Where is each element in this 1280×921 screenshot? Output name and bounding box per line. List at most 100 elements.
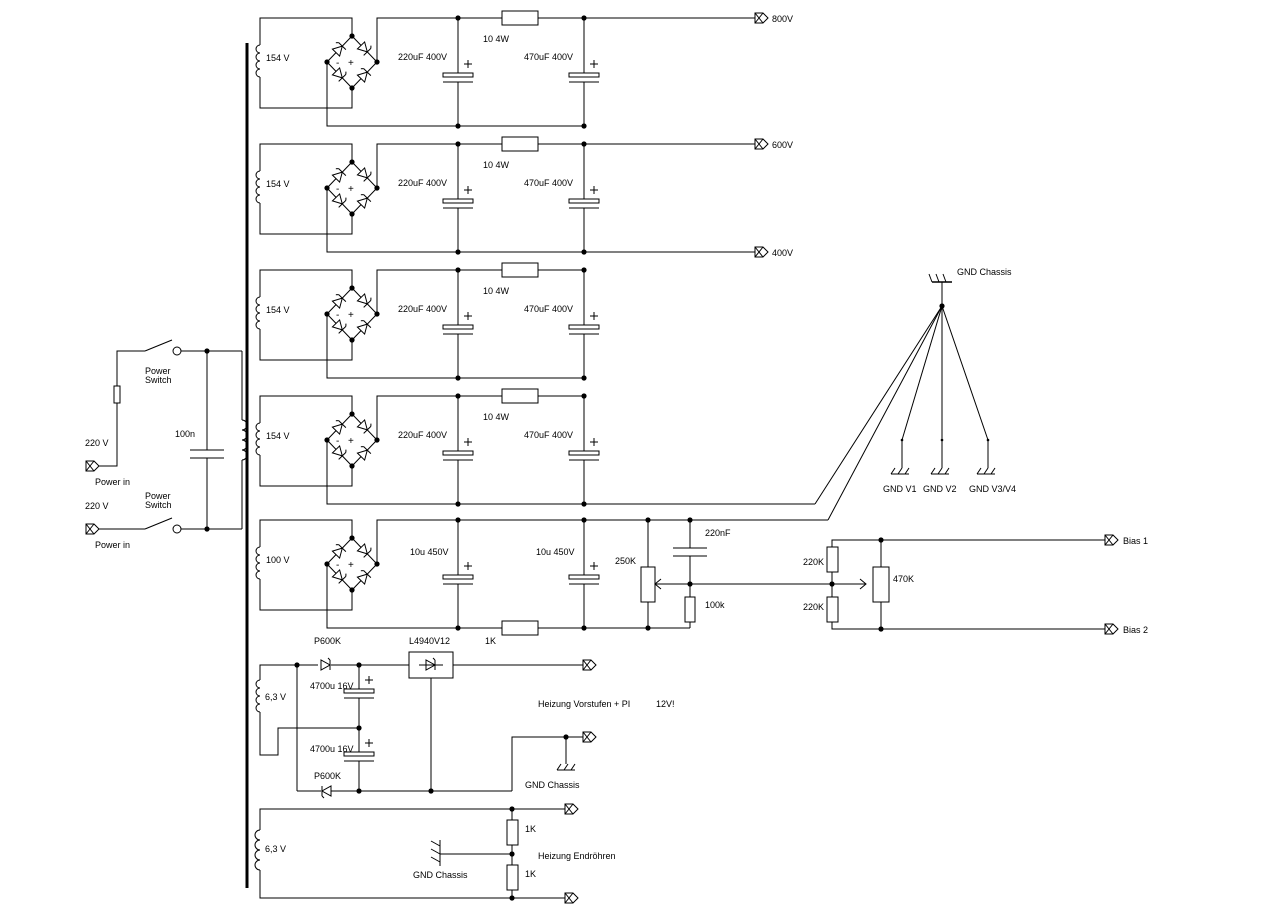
bias-1-terminal xyxy=(1104,534,1119,546)
filter-capacitor-1 xyxy=(442,562,474,585)
terminal-x xyxy=(564,892,574,904)
terminal-body xyxy=(1104,534,1119,546)
bridge-minus-label: - xyxy=(336,436,339,447)
capacitor-plate-positive xyxy=(442,574,474,580)
terminal-x xyxy=(754,12,764,24)
diode-triangle xyxy=(356,449,368,462)
diode-bar xyxy=(363,194,372,202)
output-voltage-label: 600V xyxy=(772,140,793,150)
chassis-ground-label: GND Chassis xyxy=(957,267,1012,277)
capacitor-2-label: 10u 450V xyxy=(536,547,575,557)
heater-voltage-note: 12V! xyxy=(656,699,675,709)
heater-circuit-label: Heizung Vorstufen + PI xyxy=(538,699,630,709)
capacitor-label: 4700u 16V xyxy=(310,744,354,754)
power-switch-label: Power xyxy=(145,491,171,501)
resistor-label: 220K xyxy=(803,602,824,612)
wire xyxy=(259,143,353,171)
wire xyxy=(259,269,353,297)
wiper-arrow-icon xyxy=(859,578,867,590)
capacitor-plate-positive xyxy=(568,198,600,204)
capacitor-plate-positive xyxy=(343,751,375,757)
junction-dot xyxy=(349,587,355,593)
secondary-voltage-label: 6,3 V xyxy=(265,844,286,854)
resistor-100k xyxy=(684,596,696,623)
wire xyxy=(831,539,1105,547)
secondary-winding xyxy=(255,296,261,330)
wiper-arrow-icon xyxy=(654,578,662,590)
capacitor-plate-positive xyxy=(568,324,600,330)
chassis-ground-icon xyxy=(430,840,441,866)
wire xyxy=(259,77,353,109)
diode-triangle xyxy=(331,171,343,184)
potentiometer-250k xyxy=(640,566,656,603)
filter-capacitor-2 xyxy=(568,60,600,83)
diode-bar xyxy=(338,544,347,552)
ground-return-wire xyxy=(827,305,943,521)
bridge-diode xyxy=(356,166,372,182)
ground-icon xyxy=(930,467,950,475)
filter-capacitor-1 xyxy=(442,312,474,335)
filter-capacitor-1 xyxy=(442,438,474,461)
resistor-label: 1K xyxy=(525,869,536,879)
wire xyxy=(259,455,353,487)
filter-capacitor-2 xyxy=(568,312,600,335)
diode-triangle xyxy=(331,192,343,205)
bridge-diode xyxy=(331,318,347,334)
secondary-voltage-label: 154 V xyxy=(266,305,290,315)
switch-contact xyxy=(172,346,182,356)
bridge-plus-label: + xyxy=(348,310,354,321)
capacitor-plate-positive xyxy=(568,574,600,580)
ground-hatch xyxy=(935,273,940,283)
ground-hatch xyxy=(890,467,896,475)
diode-triangle xyxy=(320,659,332,671)
diode-bar-tick xyxy=(345,323,347,327)
resistor-label: 1K xyxy=(485,636,496,646)
bridge-diode xyxy=(331,544,347,560)
filter-capacitor-1 xyxy=(442,186,474,209)
diode-bar xyxy=(338,200,347,208)
bridge-diode xyxy=(331,192,347,208)
diode-bar xyxy=(338,576,347,584)
bridge-minus-label: - xyxy=(336,58,339,69)
terminal-body xyxy=(564,803,579,815)
wire xyxy=(511,736,583,791)
diode-triangle xyxy=(356,292,368,305)
diode-triangle xyxy=(331,318,343,331)
diode-bar xyxy=(363,48,372,56)
capacitor-2-label: 470uF 400V xyxy=(524,52,573,62)
output-voltage-label: 400V xyxy=(772,248,793,258)
diode-triangle xyxy=(331,444,343,457)
diode-bar xyxy=(363,68,372,76)
ground-hatch xyxy=(928,273,933,283)
output-terminal xyxy=(754,12,769,24)
bias-2-terminal xyxy=(1104,623,1119,635)
diode-bar-tick xyxy=(370,171,372,175)
ground-hatch xyxy=(430,840,441,847)
ground-hatch xyxy=(430,856,441,863)
ground-hatch xyxy=(556,763,562,771)
junction-dot xyxy=(349,535,355,541)
rectifier-diode-bottom xyxy=(320,785,332,799)
diode-triangle xyxy=(331,423,343,436)
wire xyxy=(326,440,584,505)
heater-output-terminal xyxy=(564,892,579,904)
heater-output-terminal xyxy=(564,803,579,815)
potentiometer-label: 470K xyxy=(893,574,914,584)
diode-bar-tick xyxy=(335,168,339,170)
secondary-voltage-label: 154 V xyxy=(266,431,290,441)
wire xyxy=(259,870,565,899)
diode-bar-tick xyxy=(370,547,372,551)
resistor-label: 220K xyxy=(803,557,824,567)
bias-2-label: Bias 2 xyxy=(1123,625,1148,635)
output-terminal xyxy=(754,246,769,258)
secondary-winding xyxy=(254,829,261,871)
diode-bar-tick xyxy=(345,449,347,453)
secondary-voltage-label: 154 V xyxy=(266,179,290,189)
diode-bar-tick xyxy=(345,197,347,201)
bridge-diode xyxy=(331,168,347,184)
diode-triangle xyxy=(331,568,343,581)
bridge-diode xyxy=(331,294,347,310)
diode-bar-tick xyxy=(335,294,339,296)
power-in-label: Power in xyxy=(95,540,130,550)
